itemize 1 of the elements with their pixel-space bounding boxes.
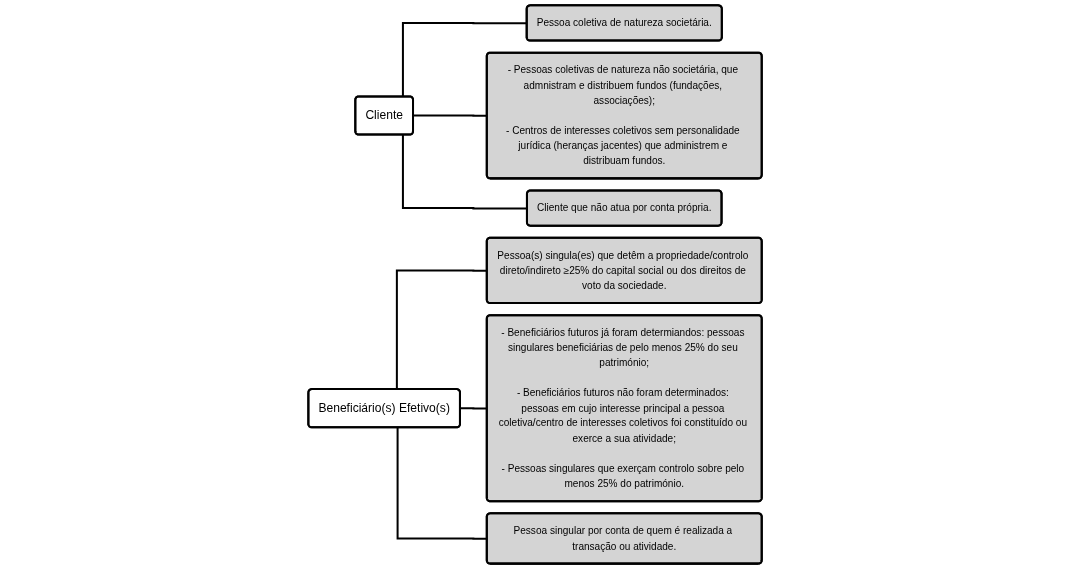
- connector: [401, 21, 527, 97]
